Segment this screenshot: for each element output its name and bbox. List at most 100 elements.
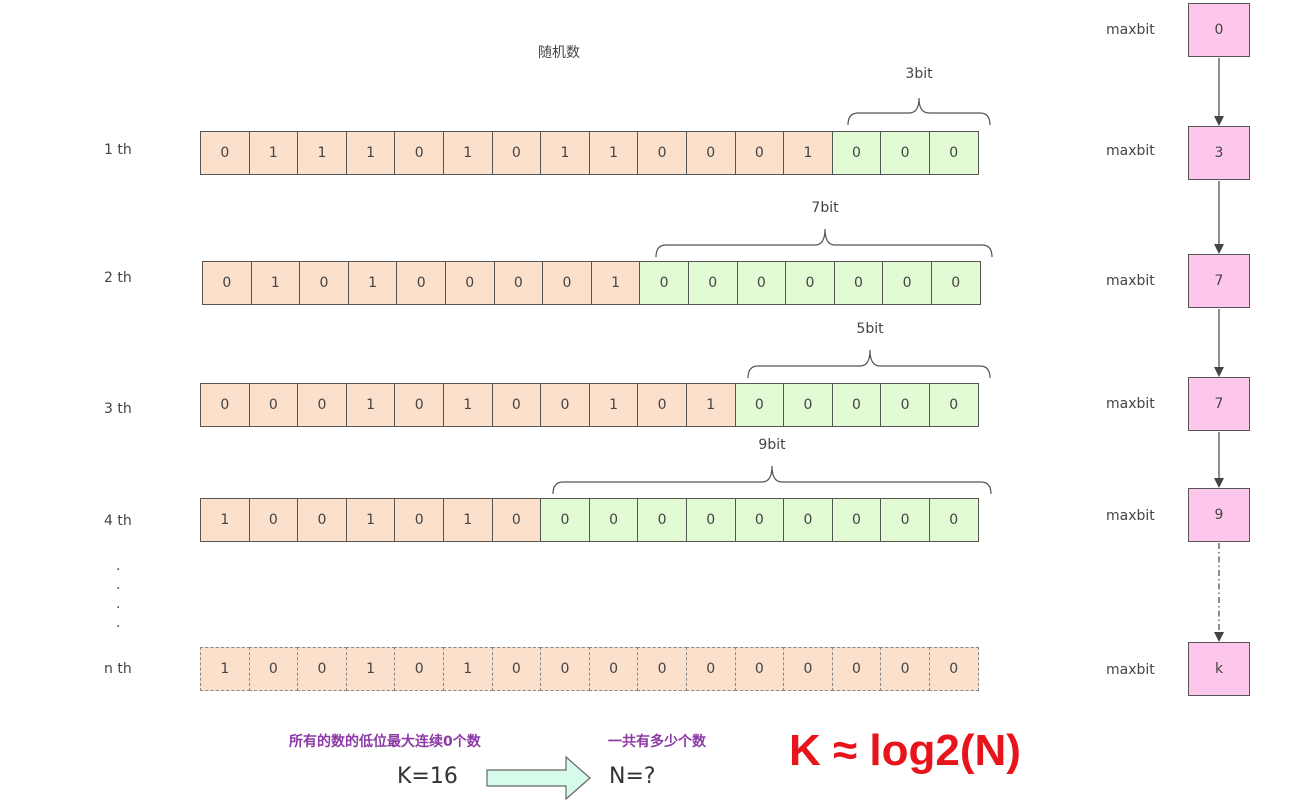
trailing-zero-count-1: 3bit (905, 66, 933, 82)
row-label-2: 2 th (104, 270, 132, 286)
maxbit-value-box: 0 (1188, 3, 1250, 57)
bit-cell: 0 (394, 647, 444, 691)
trailing-zero-bit-cell: 0 (734, 498, 785, 542)
bit-cell: 0 (880, 647, 930, 691)
bit-cell: 0 (637, 383, 687, 427)
maxbit-label: maxbit (1106, 396, 1155, 412)
bit-cell: 0 (491, 131, 542, 175)
bit-cell: 1 (588, 383, 639, 427)
bit-cell: 0 (542, 261, 592, 305)
diagram-title: 随机数 (538, 45, 580, 61)
trailing-zero-bit-cell: 0 (880, 131, 930, 175)
bit-cell: 1 (442, 131, 493, 175)
trailing-zero-bit-cell: 0 (637, 498, 687, 542)
bit-cell: 0 (297, 498, 347, 542)
bit-cell: 1 (345, 131, 396, 175)
trailing-zero-bit-cell: 0 (639, 261, 689, 305)
trailing-zero-bit-cell: 0 (687, 261, 738, 305)
n-expression: N=? (609, 764, 656, 789)
maxbit-label: maxbit (1106, 273, 1155, 289)
bit-cell: 0 (783, 647, 833, 691)
bit-cell: 1 (442, 647, 493, 691)
trailing-zero-bit-cell: 0 (783, 498, 833, 542)
bit-cell: 0 (493, 261, 544, 305)
trailing-zero-bit-cell: 0 (928, 383, 979, 427)
brace-row-3 (747, 349, 991, 379)
bit-cell: 1 (250, 261, 301, 305)
bit-cell: 1 (297, 131, 347, 175)
bit-cell: 0 (491, 498, 542, 542)
row-label-3: 3 th (104, 401, 132, 417)
bit-cell: 1 (442, 383, 493, 427)
maxbit-label: maxbit (1106, 22, 1155, 38)
trailing-zero-bit-cell: 0 (882, 261, 932, 305)
brace-row-1 (847, 97, 991, 126)
maxbit-value-box: 3 (1188, 126, 1250, 180)
bit-cell: 0 (491, 383, 542, 427)
bit-cell: 0 (637, 131, 687, 175)
trailing-zero-bit-cell: 0 (831, 131, 882, 175)
maxbit-value-box: 7 (1188, 254, 1250, 308)
row-label-1: 1 th (104, 142, 132, 158)
bit-cell: 0 (248, 498, 299, 542)
estimation-formula: K ≈ log2(N) (789, 726, 1021, 775)
bit-cell: 0 (685, 647, 736, 691)
maxbit-value-box: 7 (1188, 377, 1250, 431)
count-caption: 一共有多少个数 (608, 734, 706, 750)
right-arrow-shape (486, 755, 591, 801)
row-label-4: 4 th (104, 513, 132, 529)
trailing-zero-count-4: 9bit (758, 437, 786, 453)
maxbit-value-box: 9 (1188, 488, 1250, 542)
bit-cell: 1 (540, 131, 590, 175)
trailing-zero-bit-cell: 0 (928, 498, 979, 542)
trailing-zero-bit-cell: 0 (833, 261, 884, 305)
bit-cell: 0 (248, 647, 299, 691)
ellipsis-dot: . (116, 615, 121, 631)
bit-cell: 0 (200, 383, 250, 427)
trailing-zero-bit-cell: 0 (736, 261, 787, 305)
bit-cell: 0 (734, 647, 785, 691)
bit-cell: 0 (540, 383, 590, 427)
maxbit-label: maxbit (1106, 143, 1155, 159)
trailing-zero-bit-cell: 0 (540, 498, 590, 542)
k-expression: K=16 (397, 764, 458, 789)
bit-cell: 0 (685, 131, 736, 175)
bit-cell: 0 (202, 261, 252, 305)
row-label-n: n th (104, 661, 132, 677)
bit-cell: 1 (200, 498, 250, 542)
trailing-zero-bit-cell: 0 (880, 383, 930, 427)
bit-cell: 0 (248, 383, 299, 427)
bit-cell: 1 (783, 131, 833, 175)
trailing-zero-bit-cell: 0 (685, 498, 736, 542)
bit-cell: 0 (394, 131, 444, 175)
bit-cell: 0 (297, 383, 347, 427)
bit-cell: 0 (394, 498, 444, 542)
trailing-zero-count-3: 5bit (856, 321, 884, 337)
bit-cell: 1 (345, 498, 396, 542)
maxbit-label: maxbit (1106, 662, 1155, 678)
brace-row-4 (552, 465, 992, 495)
trailing-zero-count-2: 7bit (811, 200, 839, 216)
bit-cell: 0 (491, 647, 542, 691)
brace-row-2 (655, 228, 993, 258)
bit-cell: 0 (394, 383, 444, 427)
bit-cell: 0 (637, 647, 687, 691)
bit-cell: 0 (299, 261, 349, 305)
bit-cell: 0 (444, 261, 495, 305)
trailing-zero-bit-cell: 0 (785, 261, 835, 305)
bit-cell: 1 (345, 647, 396, 691)
ellipsis-dot: . (116, 577, 121, 593)
bit-cell: 1 (590, 261, 641, 305)
maxbit-value-box: k (1188, 642, 1250, 696)
ellipsis-dot: . (116, 596, 121, 612)
bit-cell: 0 (588, 647, 639, 691)
bit-cell: 1 (345, 383, 396, 427)
bit-cell: 0 (831, 647, 882, 691)
bit-cell: 1 (248, 131, 299, 175)
bit-cell: 1 (442, 498, 493, 542)
bit-cell: 0 (200, 131, 250, 175)
